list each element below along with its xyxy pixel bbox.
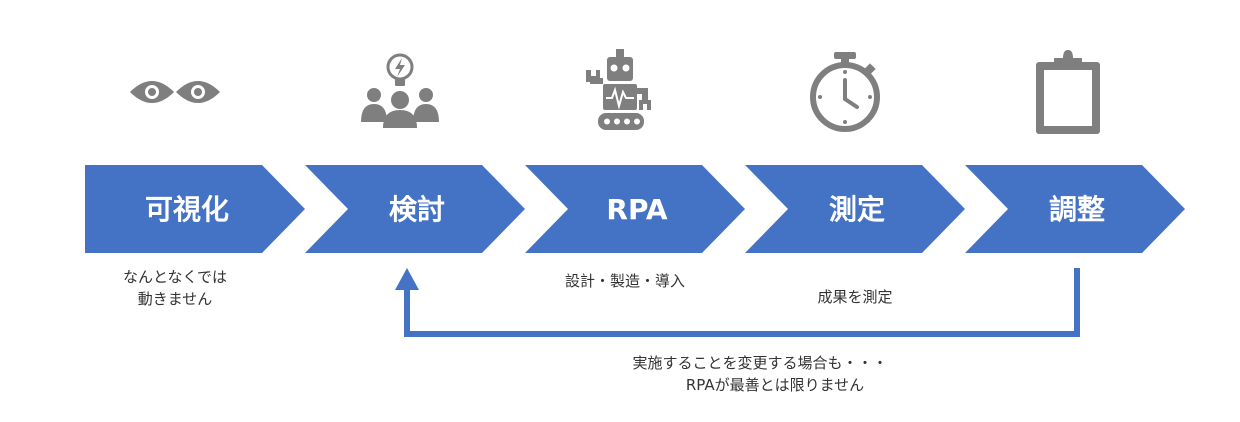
chevron-1 [85, 165, 305, 253]
chevron-2 [305, 165, 525, 253]
visualize-note-line-2: 動きません [137, 290, 213, 308]
feedback-note: 実施することを変更する場合も・・・ RPAが最善とは限りません [560, 352, 960, 396]
feedback-arrow [395, 268, 1080, 337]
visualize-note-line-1: なんとなくでは [122, 268, 228, 286]
chevron-label-2: 検討 [389, 193, 445, 226]
eyes-icon [130, 81, 220, 103]
clipboard-icon [1036, 50, 1100, 134]
chevron-label-3: RPA [606, 193, 668, 226]
feedback-arrow-head [395, 268, 419, 290]
rpa-note: 設計・製造・導入 [540, 270, 710, 292]
visualize-note: なんとなくでは 動きません [110, 266, 240, 310]
measure-note-text: 成果を測定 [817, 288, 893, 306]
measure-note: 成果を測定 [790, 286, 920, 308]
team-idea-icon [361, 53, 439, 128]
chevron-label-1: 可視化 [145, 193, 229, 226]
process-chevrons: 可視化 検討 RPA 測定 調整 [85, 165, 1185, 253]
robot-icon [586, 49, 651, 130]
chevron-4 [745, 165, 965, 253]
chevron-5 [965, 165, 1185, 253]
rpa-note-text: 設計・製造・導入 [564, 272, 685, 290]
chevron-label-5: 調整 [1049, 193, 1105, 226]
stopwatch-icon [810, 52, 880, 132]
chevron-label-4: 測定 [829, 193, 885, 226]
feedback-note-line-2: RPAが最善とは限りません [685, 376, 865, 394]
feedback-note-line-1: 実施することを変更する場合も・・・ [632, 354, 888, 372]
chevron-3 [525, 165, 745, 253]
